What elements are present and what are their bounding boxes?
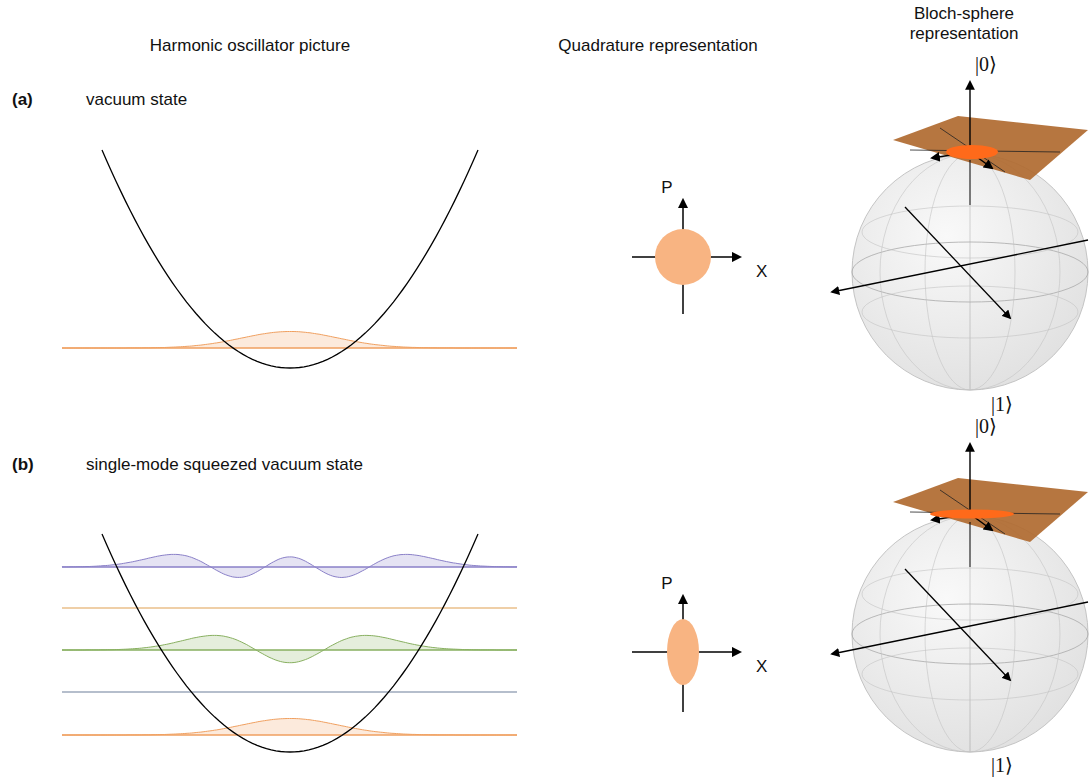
- axis-label: P: [661, 178, 672, 198]
- potential-curve: [102, 150, 478, 368]
- state-label: |0⟩: [975, 414, 997, 438]
- state-label: |1⟩: [991, 753, 1013, 777]
- wavefunction: [62, 719, 517, 736]
- potential-curve: [102, 534, 478, 752]
- axis-label: P: [661, 574, 672, 594]
- row-heading: vacuum state: [86, 90, 187, 110]
- axis-label: X: [756, 262, 767, 282]
- axis-label: X: [756, 657, 767, 677]
- state-label: |1⟩: [991, 392, 1013, 416]
- column-heading: Bloch-sphere representation: [894, 4, 1034, 45]
- panel-label: (b): [12, 455, 34, 475]
- column-heading: Quadrature representation: [558, 36, 757, 56]
- panel-label: (a): [12, 90, 33, 110]
- wavefunction: [62, 635, 517, 662]
- state-label: |0⟩: [975, 52, 997, 76]
- row-heading: single-mode squeezed vacuum state: [86, 455, 363, 475]
- wavefunction: [62, 554, 517, 577]
- column-heading: Harmonic oscillator picture: [150, 36, 350, 56]
- energy-level: [62, 607, 517, 608]
- wavefunction: [62, 332, 517, 349]
- energy-level: [62, 691, 517, 692]
